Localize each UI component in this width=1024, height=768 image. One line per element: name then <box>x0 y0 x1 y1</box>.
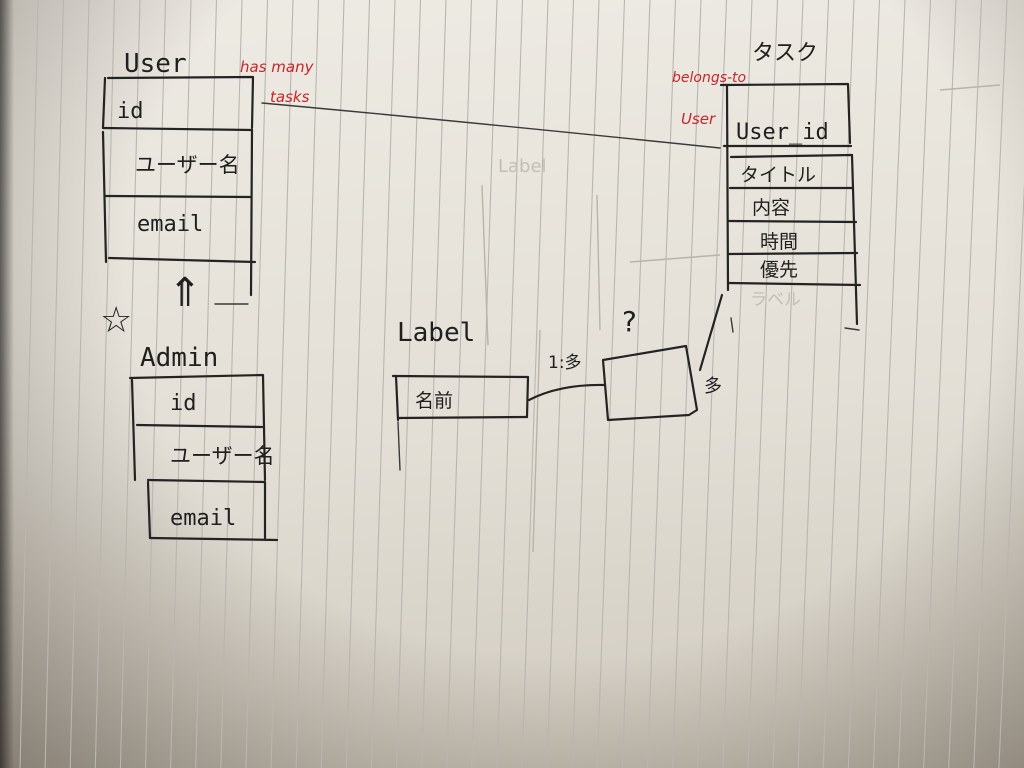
user-field-username: ユーザー名 <box>135 153 240 177</box>
ruled-line <box>245 0 269 768</box>
label-entity-title: Label <box>397 318 475 348</box>
task-field-title: タイトル <box>740 164 816 186</box>
ruled-line <box>948 0 983 768</box>
ruled-line <box>772 0 804 768</box>
task-field-user-id: User_id <box>736 120 829 145</box>
ruled-line <box>571 0 600 768</box>
ruled-line <box>320 0 345 768</box>
belongs-to-annotation-target: User <box>681 110 716 128</box>
ruled-line <box>672 0 702 768</box>
ruled-line <box>170 0 192 768</box>
ruled-line <box>195 0 218 768</box>
task-field-time: 時間 <box>760 231 798 253</box>
ruled-line <box>973 0 1008 768</box>
ruled-line <box>747 0 779 768</box>
task-field-priority: 優先 <box>760 259 798 281</box>
user-task-relation-line <box>261 102 721 149</box>
user-entity-title: User <box>124 49 187 79</box>
label-entity: Label 名前 <box>391 318 530 471</box>
ghost-text: Label <box>498 156 547 177</box>
task-join-cardinality: 多 <box>704 376 722 397</box>
ruled-line <box>94 0 116 768</box>
admin-field-id: id <box>170 391 197 416</box>
ruled-line <box>646 0 677 768</box>
ruled-line <box>295 0 320 768</box>
ruled-line <box>220 0 243 768</box>
ruled-line <box>923 0 957 768</box>
ruled-line <box>421 0 447 768</box>
ruled-line <box>847 0 881 768</box>
admin-entity: Admin id ユーザー名 email <box>128 343 279 542</box>
ruled-line <box>722 0 753 768</box>
ruled-line <box>345 0 371 768</box>
ruled-line <box>370 0 396 768</box>
label-join-cardinality: 1:多 <box>548 353 582 373</box>
ruled-line <box>521 0 549 768</box>
admin-field-username: ユーザー名 <box>170 444 275 468</box>
ruled-line <box>697 0 728 768</box>
user-field-id: id <box>117 99 144 124</box>
ruled-lines <box>19 0 1024 768</box>
has-many-annotation-target: tasks <box>270 88 310 106</box>
user-entity: User id ユーザー名 email <box>101 49 257 305</box>
ruled-line <box>270 0 294 768</box>
ruled-line <box>471 0 498 768</box>
ruled-line <box>897 0 932 768</box>
label-join-connector <box>527 383 607 402</box>
label-field-name: 名前 <box>415 390 453 412</box>
ruled-line <box>19 0 39 768</box>
ruled-line <box>446 0 473 768</box>
user-entity-border <box>101 76 107 130</box>
admin-field-email: email <box>170 506 236 531</box>
task-join-connector <box>698 293 724 372</box>
ruled-line <box>395 0 422 768</box>
ruled-line <box>144 0 167 768</box>
user-entity-border <box>106 75 255 130</box>
star-icon: ☆ <box>100 300 132 341</box>
back-page-ghost: Label ラベル <box>481 156 801 553</box>
task-entity: タスク User_id タイトル 内容 時間 優先 <box>719 41 862 333</box>
ruled-line <box>998 181 1024 768</box>
admin-entity-title: Admin <box>140 343 218 373</box>
belongs-to-annotation: belongs-to <box>672 70 746 86</box>
ruled-line <box>797 0 830 768</box>
has-many-annotation: has many <box>240 58 315 76</box>
ruled-line <box>621 0 651 768</box>
ruled-line <box>596 0 626 768</box>
task-field-content: 内容 <box>752 197 790 219</box>
ruled-line <box>496 0 524 768</box>
ghost-text: ラベル <box>750 290 801 310</box>
ruled-line <box>69 0 90 768</box>
ruled-line <box>872 0 906 768</box>
join-table-box <box>601 344 699 422</box>
question-mark: ? <box>622 305 637 338</box>
user-field-email: email <box>137 212 203 237</box>
ruled-line <box>546 0 575 768</box>
ruled-line <box>44 0 65 768</box>
inherit-arrow-icon: ⇑ <box>168 270 202 316</box>
task-entity-title: タスク <box>752 41 818 66</box>
